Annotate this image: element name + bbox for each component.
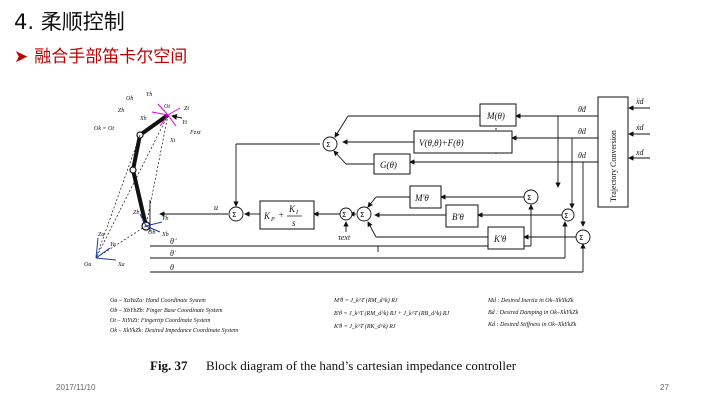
- blocks: [259, 96, 629, 250]
- sum-junction-tau: [339, 207, 353, 221]
- block-G-label: G(θ): [380, 160, 397, 170]
- svg-text:+: +: [278, 210, 284, 220]
- block-Ktheta: [487, 226, 525, 250]
- arrow-bullet-icon: ➤: [14, 47, 29, 67]
- signal-theta: θ: [170, 263, 174, 272]
- svg-text:Σ: Σ: [564, 212, 568, 220]
- legend-mid-3: K'θ = J_k^T (RK_d^k) RJ: [333, 323, 396, 330]
- svg-text:Σ: Σ: [360, 211, 364, 219]
- frame-label-OkOt: Ok = Ot: [94, 126, 114, 132]
- figure-number: Fig. 37: [150, 358, 188, 373]
- signal-x-d: xd: [635, 148, 645, 157]
- trajectory-conversion-label: Trajectory Conversion: [609, 130, 618, 202]
- subtitle-text: 融合手部笛卡尔空间: [34, 47, 188, 67]
- frame-label-Oh: Oh: [126, 96, 133, 102]
- block-Ki-den: s: [292, 218, 296, 228]
- signal-labels: θ̈d θ̇d θd ẍd ẋd xd u τext θ̈ θ̇ θ: [170, 97, 645, 272]
- sum-junction-u: [228, 206, 244, 222]
- summing-junctions: [228, 136, 591, 245]
- frame-label-Yb: Yb: [162, 216, 168, 222]
- signal-lines: [149, 105, 650, 273]
- signal-tau-ext: τext: [338, 233, 351, 242]
- block-Ktheta-label: K'θ: [493, 234, 507, 244]
- sum-junction-top: [322, 136, 338, 152]
- legend-mid-2: B'θ = J_k^T (RM_d^k) RJ + J_k^T (RB_d^k)…: [334, 310, 450, 317]
- frame-label-Ot: Ot: [164, 104, 170, 110]
- svg-text:Σ: Σ: [579, 234, 583, 242]
- block-trajectory-conversion: [597, 96, 629, 208]
- svg-text:Σ: Σ: [232, 211, 236, 219]
- signal-u: u: [214, 203, 218, 212]
- frame-label-Yh: Yh: [146, 92, 152, 98]
- frame-label-Yt: Yt: [182, 120, 187, 126]
- block-G: [373, 153, 411, 175]
- frame-label-Xa: Xa: [117, 262, 125, 268]
- sum-junction-vel: [561, 208, 575, 222]
- legend: Oa – XaYaZa: Hand Coordinate System Ob –…: [110, 297, 579, 334]
- figure-caption: Block diagram of the hand’s cartesian im…: [206, 358, 517, 373]
- block-M-label: M(θ): [486, 111, 505, 121]
- signal-theta-dd: θ̈: [170, 237, 177, 246]
- legend-right-3: Kd : Desired Stiffness in Ok–XkYkZk: [487, 321, 577, 328]
- legend-left-4: Ok – XkYkZk: Desired Impedance Coordinat…: [110, 328, 239, 334]
- sum-symbols: Σ Σ Σ Σ Σ Σ Σ: [232, 141, 583, 242]
- legend-left-3: Ot – XtYtZt: Fingertip Coordinate System: [110, 318, 211, 324]
- legend-right-2: Bd : Desired Damping in Ok–XkYkZk: [488, 310, 579, 316]
- block-Kp: [259, 200, 315, 230]
- signal-theta-d: θd: [578, 151, 587, 160]
- frame-label-Xt: Xt: [169, 138, 176, 144]
- frame-label-Xh: Xh: [139, 116, 147, 122]
- frame-label-Zt: Zt: [184, 106, 189, 112]
- svg-text:Σ: Σ: [326, 141, 330, 149]
- legend-mid-1: M'θ = J_k^T (RM_d^k) RJ: [333, 297, 398, 304]
- block-Mtheta-label: M'θ: [414, 193, 429, 203]
- frame-label-Za: Za: [98, 232, 104, 238]
- block-Mtheta: [409, 185, 442, 209]
- slide-page-number: 27: [660, 383, 669, 392]
- frame-label-Zb: Zb: [133, 210, 139, 216]
- frame-label-Ob: Ob: [148, 230, 155, 236]
- signal-theta-dd-d: θ̈d: [578, 105, 587, 114]
- frame-label-Ya: Ya: [110, 242, 116, 248]
- frame-label-Zh: Zh: [118, 108, 124, 114]
- sum-junction-accel: [523, 189, 539, 205]
- frame-label-Oa: Oa: [84, 262, 91, 268]
- block-V: [413, 130, 513, 154]
- signal-x-dd-d: ẍd: [635, 97, 645, 106]
- signal-theta-d-d: θ̇d: [578, 127, 587, 136]
- slide-date: 2017/11/10: [56, 383, 96, 392]
- frame-labels: Oh Yh Zh Xh Ot Zt Yt Xt Fext Ok = Ot Ob …: [84, 92, 201, 268]
- block-Btheta: [445, 204, 479, 228]
- sum-junction-pos: [575, 229, 591, 245]
- robot-finger-sketch: [95, 103, 183, 261]
- block-Ki-sub: I: [295, 210, 299, 216]
- legend-right-1: Md : Desired Inertia in Ok–XkYkZk: [487, 298, 574, 304]
- block-M: [479, 103, 517, 127]
- svg-text:Σ: Σ: [527, 194, 531, 202]
- sum-junction-impedance: [356, 206, 372, 222]
- signal-theta-dot: θ̇: [170, 249, 177, 258]
- signal-x-d-d: ẋd: [635, 123, 645, 132]
- slide-subtitle: ➤融合手部笛卡尔空间: [14, 42, 187, 67]
- slide-title: 4. 柔顺控制: [14, 10, 125, 34]
- frame-label-Fext: Fext: [189, 130, 201, 136]
- legend-left-2: Ob – XbYbZb: Finger Base Coordinate Syst…: [110, 308, 223, 314]
- block-Ki-num: K: [288, 204, 296, 214]
- block-V-label: V(θ,θ̇)+F(θ̇): [419, 138, 464, 148]
- frame-label-Xb: Xb: [161, 232, 169, 238]
- svg-text:Σ: Σ: [342, 211, 346, 219]
- block-labels: M(θ) V(θ,θ̇)+F(θ̇) G(θ) K P + K I s M'θ …: [263, 111, 507, 244]
- legend-left-1: Oa – XaYaZa: Hand Coordinate System: [110, 298, 206, 304]
- block-Btheta-label: B'θ: [452, 212, 464, 222]
- block-Kp-label: K: [263, 211, 271, 221]
- block-Kp-sub: P: [270, 217, 275, 223]
